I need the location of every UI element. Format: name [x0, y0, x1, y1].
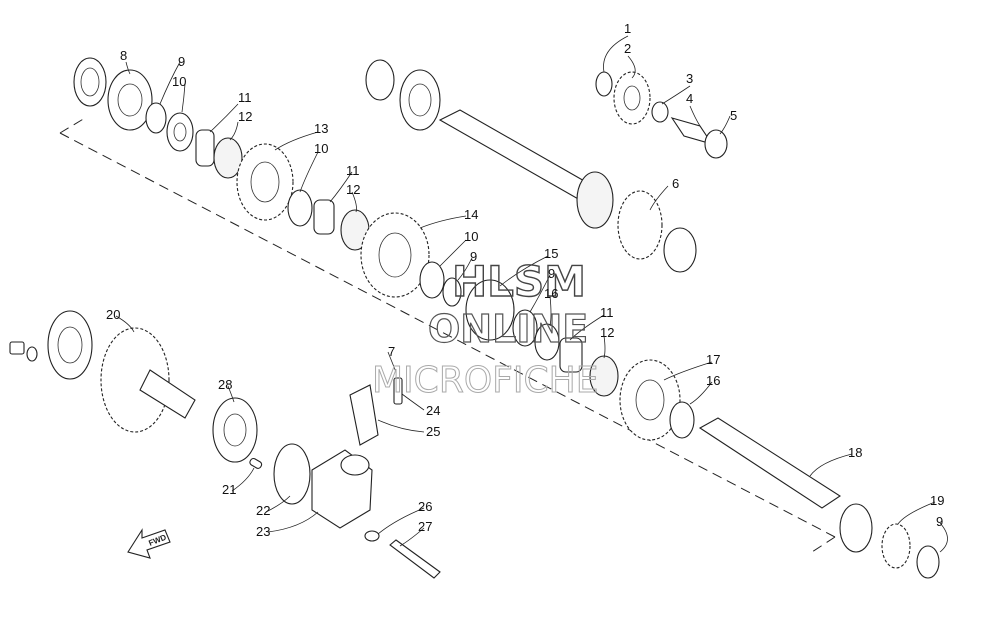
- housing-23: [311, 449, 373, 529]
- gear-14: [360, 212, 430, 298]
- callout-24: 24: [426, 403, 440, 418]
- callout-14: 14: [464, 207, 478, 222]
- assembly-boundary: [59, 117, 836, 553]
- callout-2: 2: [624, 41, 631, 56]
- callout-11-c: 11: [600, 305, 614, 320]
- callout-5: 5: [730, 108, 737, 123]
- screw-24: [393, 377, 403, 405]
- washer-16-a: [512, 309, 560, 361]
- gear-2: [613, 71, 651, 125]
- pin-21: [249, 457, 263, 469]
- washer-26: [364, 530, 380, 542]
- callout-9-d: 9: [936, 514, 943, 529]
- washer-10-a: [166, 112, 194, 152]
- washer-16-b: [669, 401, 695, 439]
- callout-28: 28: [218, 377, 232, 392]
- callout-16-b: 16: [706, 373, 720, 388]
- callout-9-b: 9: [470, 249, 477, 264]
- callout-6: 6: [672, 176, 679, 191]
- callout-11-a: 11: [238, 90, 252, 105]
- callout-12-c: 12: [600, 325, 614, 340]
- callout-labels: 1 2 3 4 5 6 7 8 9 10 11 12 13 10 11 12 1…: [106, 21, 944, 539]
- bearing-upper-left: [73, 57, 107, 107]
- fwd-arrow-icon: FWD: [127, 528, 171, 559]
- callout-9-a: 9: [178, 54, 185, 69]
- gear-8: [107, 69, 153, 131]
- bolt-lower-left: [9, 341, 38, 362]
- watermark-line1: HLSM: [452, 257, 586, 306]
- bushing-11-a: [195, 129, 215, 167]
- callout-23: 23: [256, 524, 270, 539]
- callout-7: 7: [388, 344, 395, 359]
- gasket-22: [273, 443, 311, 505]
- callout-8: 8: [120, 48, 127, 63]
- bolt-27: [389, 539, 441, 579]
- callout-3: 3: [686, 71, 693, 86]
- callout-4: 4: [686, 91, 693, 106]
- bushing-11-b: [313, 199, 335, 235]
- callout-1: 1: [624, 21, 631, 36]
- watermark: HLSM ONLINE MICROFICHE: [372, 256, 599, 401]
- callout-16-a: 16: [544, 286, 558, 301]
- callout-10-c: 10: [464, 229, 478, 244]
- callout-12-b: 12: [346, 182, 360, 197]
- callout-21: 21: [222, 482, 236, 497]
- bearing-lower-left: [47, 310, 93, 380]
- bearing-12-a: [213, 137, 243, 179]
- callout-10-b: 10: [314, 141, 328, 156]
- gear-13: [236, 143, 294, 221]
- callout-22: 22: [256, 503, 270, 518]
- callout-26: 26: [418, 499, 432, 514]
- callout-10-a: 10: [172, 74, 186, 89]
- callout-25: 25: [426, 424, 440, 439]
- snap-ring-9: [145, 102, 167, 134]
- callout-9-c: 9: [548, 266, 555, 281]
- snap-ring-1: [595, 71, 613, 97]
- gear-17: [619, 359, 681, 441]
- washer-10-c: [419, 261, 445, 299]
- callout-12-a: 12: [238, 109, 252, 124]
- leader-lines: [115, 35, 948, 553]
- bearing-12-c: [589, 355, 619, 397]
- callout-17: 17: [706, 352, 720, 367]
- callout-20: 20: [106, 307, 120, 322]
- sensor-25: [349, 384, 379, 446]
- bearing-5: [704, 129, 728, 159]
- washer-10-b: [287, 189, 313, 227]
- shaft-6: [438, 109, 697, 273]
- snap-ring-9-b: [442, 277, 462, 307]
- shift-fork-15: [465, 279, 515, 341]
- callout-27: 27: [418, 519, 432, 534]
- callout-11-b: 11: [346, 163, 360, 178]
- callout-19: 19: [930, 493, 944, 508]
- bearing-top-shaft: [365, 59, 441, 131]
- bushing-3: [651, 101, 669, 123]
- callout-15: 15: [544, 246, 558, 261]
- bushing-11-c: [559, 337, 583, 373]
- watermark-line2: ONLINE: [428, 307, 588, 351]
- watermark-line3: MICROFICHE: [372, 360, 598, 401]
- gear-20: [100, 327, 196, 433]
- callout-18: 18: [848, 445, 862, 460]
- callout-13: 13: [314, 121, 328, 136]
- shaft-18: [698, 417, 940, 579]
- bearing-28: [212, 397, 258, 463]
